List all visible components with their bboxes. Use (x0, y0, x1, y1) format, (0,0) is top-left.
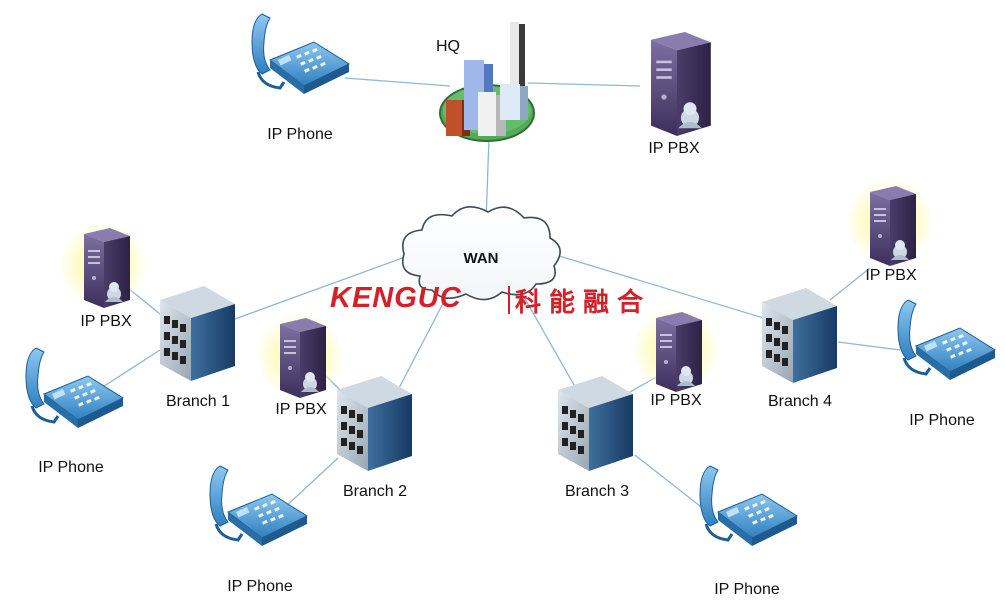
branch2-phone-label: IP Phone (227, 578, 293, 595)
hq-ip-phone-icon (250, 12, 351, 96)
link-hq-phone (344, 77, 451, 87)
branch1-ip-phone-icon (24, 346, 125, 430)
link-wan-branch3 (519, 289, 579, 393)
link-hq-pbx (527, 82, 641, 87)
link-wan-branch1 (231, 255, 409, 321)
branch1-building-icon (160, 286, 235, 381)
wan-label: WAN (463, 250, 499, 267)
watermark-separator (508, 286, 510, 314)
branch2-label: Branch 2 (342, 483, 408, 500)
hq-phone-label: IP Phone (267, 126, 333, 143)
watermark-latin: KENGUC (330, 282, 462, 314)
hq-label: HQ (436, 38, 460, 55)
link-branch4-pbx (829, 267, 871, 301)
branch2-ip-phone-icon (208, 464, 309, 548)
branch2-building-icon (337, 376, 412, 471)
link-wan-branch2 (397, 289, 451, 391)
branch1-server-icon (84, 228, 130, 308)
hq-pbx-label: IP PBX (648, 140, 700, 157)
branch4-building-icon (762, 288, 837, 383)
branch3-server-icon (656, 312, 702, 392)
watermark-logo: KENGUC 科能融合 (330, 282, 675, 318)
link-branch4-phone (837, 341, 901, 351)
branch4-phone-label: IP Phone (909, 412, 975, 429)
link-branch1-phone (94, 349, 161, 393)
branch3-building-icon (558, 376, 633, 471)
branch4-pbx-label: IP PBX (865, 267, 917, 284)
branch4-label: Branch 4 (767, 393, 833, 410)
branch1-pbx-label: IP PBX (80, 313, 132, 330)
watermark-cjk: 科能融合 (515, 288, 652, 318)
branch3-label: Branch 3 (564, 483, 630, 500)
branch3-phone-label: IP Phone (714, 581, 780, 598)
branch1-phone-label: IP Phone (38, 459, 104, 476)
branch2-server-icon (280, 318, 326, 398)
link-hq-wan (485, 137, 490, 223)
branch4-ip-phone-icon (896, 298, 997, 382)
hq-office-city-icon (439, 22, 535, 142)
link-branch3-phone (634, 454, 706, 511)
branch3-ip-phone-icon (698, 464, 799, 548)
link-wan-branch4 (555, 254, 771, 321)
link-branch2-phone (281, 457, 339, 511)
branch3-pbx-label: IP PBX (650, 392, 702, 409)
wan-cloud-icon (401, 206, 561, 301)
branch4-server-icon (870, 186, 916, 266)
hq-server-icon (651, 32, 711, 136)
branch2-pbx-label: IP PBX (275, 401, 327, 418)
branch1-label: Branch 1 (165, 393, 231, 410)
connection-lines (94, 77, 901, 511)
